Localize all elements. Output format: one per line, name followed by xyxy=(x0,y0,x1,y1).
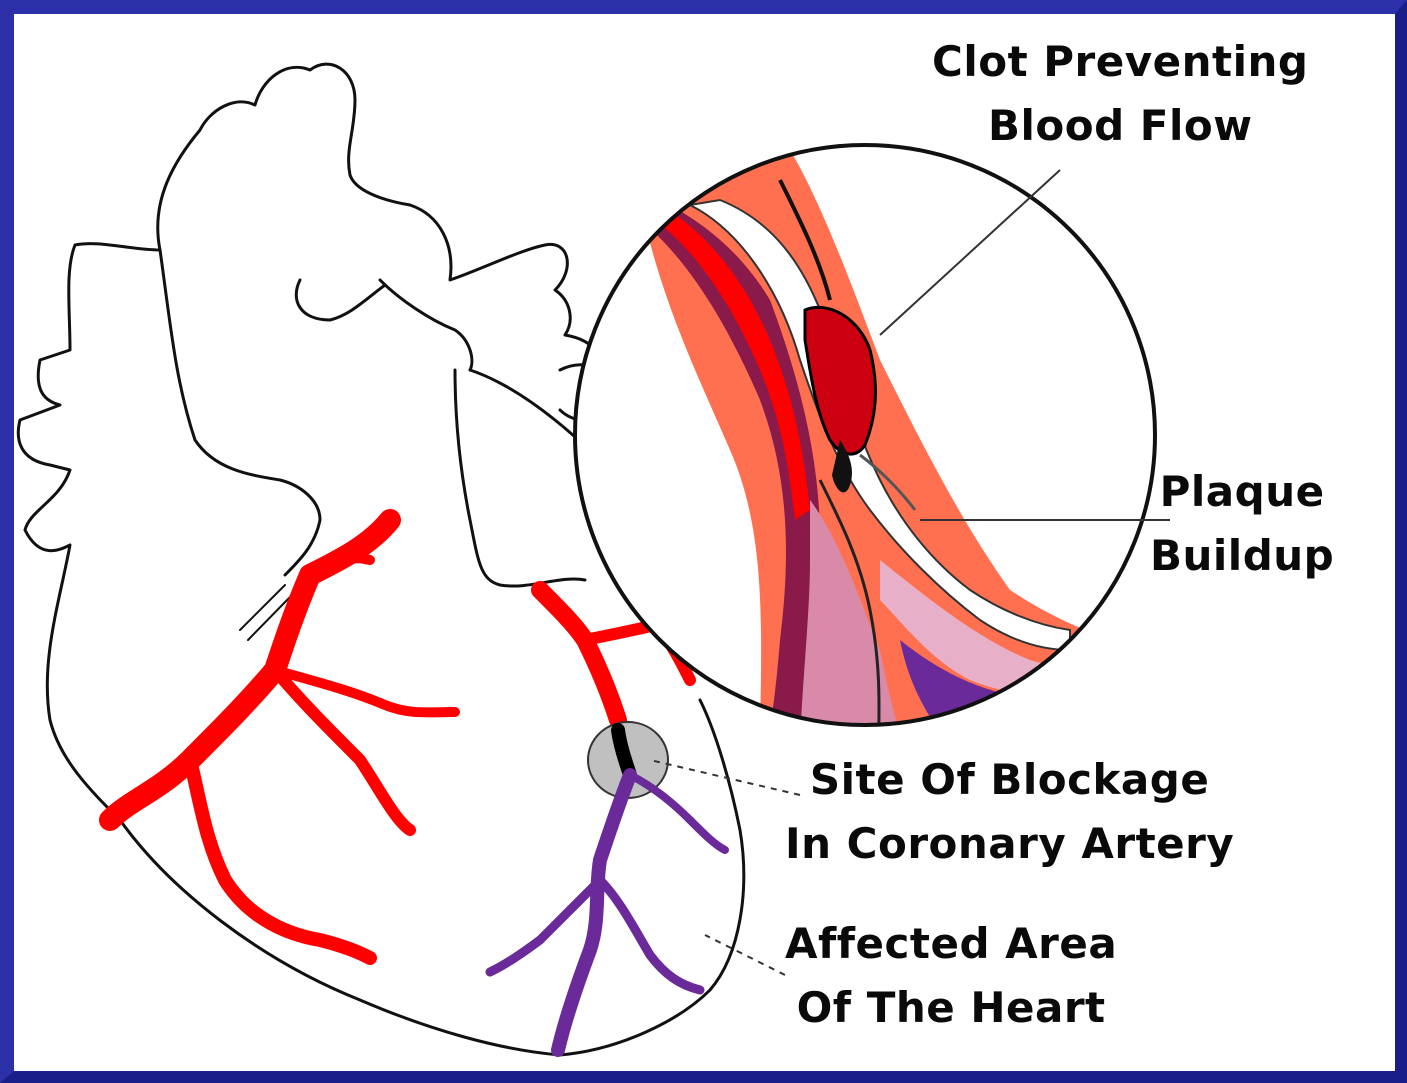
affected-label: Affected Area Of The Heart xyxy=(785,912,1117,1040)
blockage-label: Site Of Blockage In Coronary Artery xyxy=(785,748,1234,876)
affected-label-line1: Affected Area xyxy=(785,912,1117,976)
plaque-label-line2: Buildup xyxy=(1150,524,1334,588)
blockage-label-line2: In Coronary Artery xyxy=(785,812,1234,876)
clot-label: Clot Preventing Blood Flow xyxy=(932,30,1308,158)
blockage-label-line1: Site Of Blockage xyxy=(785,748,1234,812)
plaque-label-line1: Plaque xyxy=(1150,460,1334,524)
right-coronary-artery xyxy=(110,520,455,958)
affected-leader-line xyxy=(705,935,785,975)
plaque-label: Plaque Buildup xyxy=(1150,460,1334,588)
magnified-artery-view xyxy=(575,145,1155,760)
affected-label-line2: Of The Heart xyxy=(785,976,1117,1040)
clot-label-line1: Clot Preventing xyxy=(932,30,1308,94)
clot-label-line2: Blood Flow xyxy=(932,94,1308,158)
